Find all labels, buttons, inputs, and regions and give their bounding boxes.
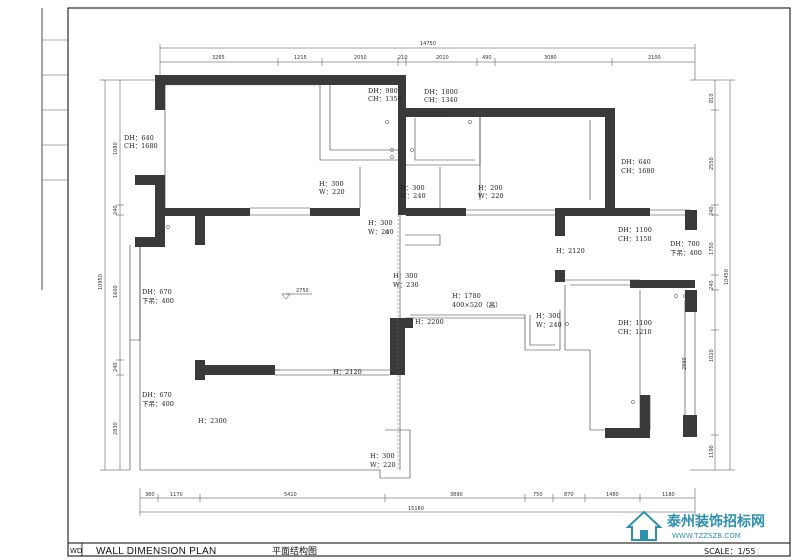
title-code-box	[67, 542, 83, 557]
level-marker: 2750	[281, 288, 312, 300]
dim-left-2: 240	[113, 205, 119, 215]
top-total-dim: 14750	[420, 41, 436, 47]
label-3a: DH：640	[124, 134, 154, 142]
label-5b: W：220	[319, 188, 345, 196]
dim-bot-5: 750	[533, 492, 543, 498]
label-2a: DH：1800	[424, 88, 458, 96]
label-12a: H：300	[393, 272, 418, 280]
dim-bot-1: 380	[145, 492, 155, 498]
fixtures	[166, 111, 687, 404]
label-10b: 下吊：400	[670, 249, 702, 257]
label-19b: 下吊：400	[142, 400, 174, 408]
dim-left-1: 1080	[113, 142, 119, 155]
left-strip-marks	[42, 39, 68, 181]
watermark-url: WWW.TZZSZB.COM	[672, 532, 741, 540]
house-icon	[625, 510, 663, 541]
dim-top-6: 490	[482, 55, 492, 61]
label-9b: CH：1150	[618, 235, 652, 243]
label-16a: H：300	[536, 312, 561, 320]
scale-label: SCALE：1/55	[704, 547, 756, 556]
thin-walls	[129, 80, 696, 479]
right-dimension-lines	[690, 79, 735, 471]
sheet-border	[67, 7, 791, 557]
title-code: WD	[70, 547, 82, 555]
dim-bot-2: 1170	[170, 492, 183, 498]
label-8a: H：300	[368, 219, 393, 227]
room-labels: DH：980 CH：1350 DH：1800 CH：1340 DH：640 CH…	[124, 87, 702, 469]
dim-bot-4: 3890	[450, 492, 463, 498]
dim-left-4: 1600	[113, 285, 119, 298]
dim-right-6: 240	[709, 280, 715, 290]
label-17a: DH：1100	[618, 319, 652, 327]
label-21b: W：220	[370, 461, 396, 469]
label-1a: DH：980	[368, 87, 398, 95]
label-19a: DH：670	[142, 391, 172, 399]
label-14a: H：1780	[452, 292, 481, 300]
left-dimension-lines	[100, 79, 155, 471]
dim-top-3: 2050	[354, 55, 367, 61]
dim-right-1: 810	[709, 93, 715, 103]
dim-right-4: 1750	[709, 242, 715, 255]
watermark-logo: 泰州装饰招标网 WWW.TZZSZB.COM	[625, 510, 765, 541]
label-1b: CH：1350	[368, 95, 402, 103]
label-20: H：2300	[198, 417, 227, 425]
label-6b: W：240	[400, 192, 426, 200]
label-14b: 400×520（高）	[452, 300, 502, 309]
dim-top-8: 2100	[648, 55, 661, 61]
dim-right-3: 240	[709, 206, 715, 216]
dim-bot-8: 1180	[662, 492, 675, 498]
dim-top-1: 3265	[212, 55, 225, 61]
drawing-title-cn: 平面结构图	[272, 545, 317, 557]
top-dimension-lines	[159, 44, 696, 80]
label-7b: W：220	[478, 192, 504, 200]
label-21a: H：300	[370, 452, 395, 460]
label-13b: 下吊：400	[142, 297, 174, 305]
dim-right-7: 1020	[709, 349, 715, 362]
dim-right-2: 2550	[709, 157, 715, 170]
right-dims: 810 2550 240 1750 10450 240 1020 2890 11…	[682, 93, 730, 458]
dim-right-5: 10450	[724, 269, 730, 285]
dim-top-4: 210	[398, 55, 408, 61]
label-18: H：2120	[333, 368, 362, 376]
bottom-dimension-lines	[139, 488, 696, 516]
label-17b: CH：1210	[618, 328, 652, 336]
label-13a: DH：670	[142, 288, 172, 296]
dim-left-5: 240	[113, 362, 119, 372]
dim-bot-3: 5410	[284, 492, 297, 498]
label-4a: DH：640	[621, 158, 651, 166]
label-4b: CH：1680	[621, 167, 655, 175]
level-value: 2750	[296, 288, 309, 294]
label-11: H：2120	[556, 247, 585, 255]
dim-top-7: 3080	[544, 55, 557, 61]
label-10a: DH：700	[670, 240, 700, 248]
beam-lines	[165, 84, 399, 470]
label-2b: CH：1340	[424, 96, 458, 104]
dim-right-9: 1190	[709, 445, 715, 458]
label-12b: W：230	[393, 281, 419, 289]
label-15: H：2200	[415, 318, 444, 326]
label-5a: H：300	[319, 180, 344, 188]
label-16b: W：240	[536, 321, 562, 329]
bottom-segment-dims: 380 1170 5410 3890 750 870 1480 1180	[145, 492, 675, 498]
dim-left-6: 2830	[113, 422, 119, 435]
label-6a: H：300	[400, 184, 425, 192]
dim-top-2: 1215	[294, 55, 307, 61]
left-dims: 1080 240 10950 1600 240 2830	[98, 142, 119, 435]
dim-top-5: 2010	[436, 55, 449, 61]
dim-bot-7: 1480	[606, 492, 619, 498]
bottom-total-dim: 15180	[408, 506, 424, 512]
label-3b: CH：1680	[124, 142, 158, 150]
label-9a: DH：1100	[618, 226, 652, 234]
structural-walls	[135, 75, 697, 438]
watermark-name: 泰州装饰招标网	[666, 513, 765, 530]
label-8b: W：240	[368, 228, 394, 236]
dim-left-3: 10950	[98, 274, 104, 290]
label-7a: H：200	[478, 184, 503, 192]
top-segment-dims: 3265 1215 2050 210 2010 490 3080 2100	[212, 55, 661, 61]
drawing-title: WALL DIMENSION PLAN	[96, 546, 217, 557]
dim-bot-6: 870	[564, 492, 574, 498]
